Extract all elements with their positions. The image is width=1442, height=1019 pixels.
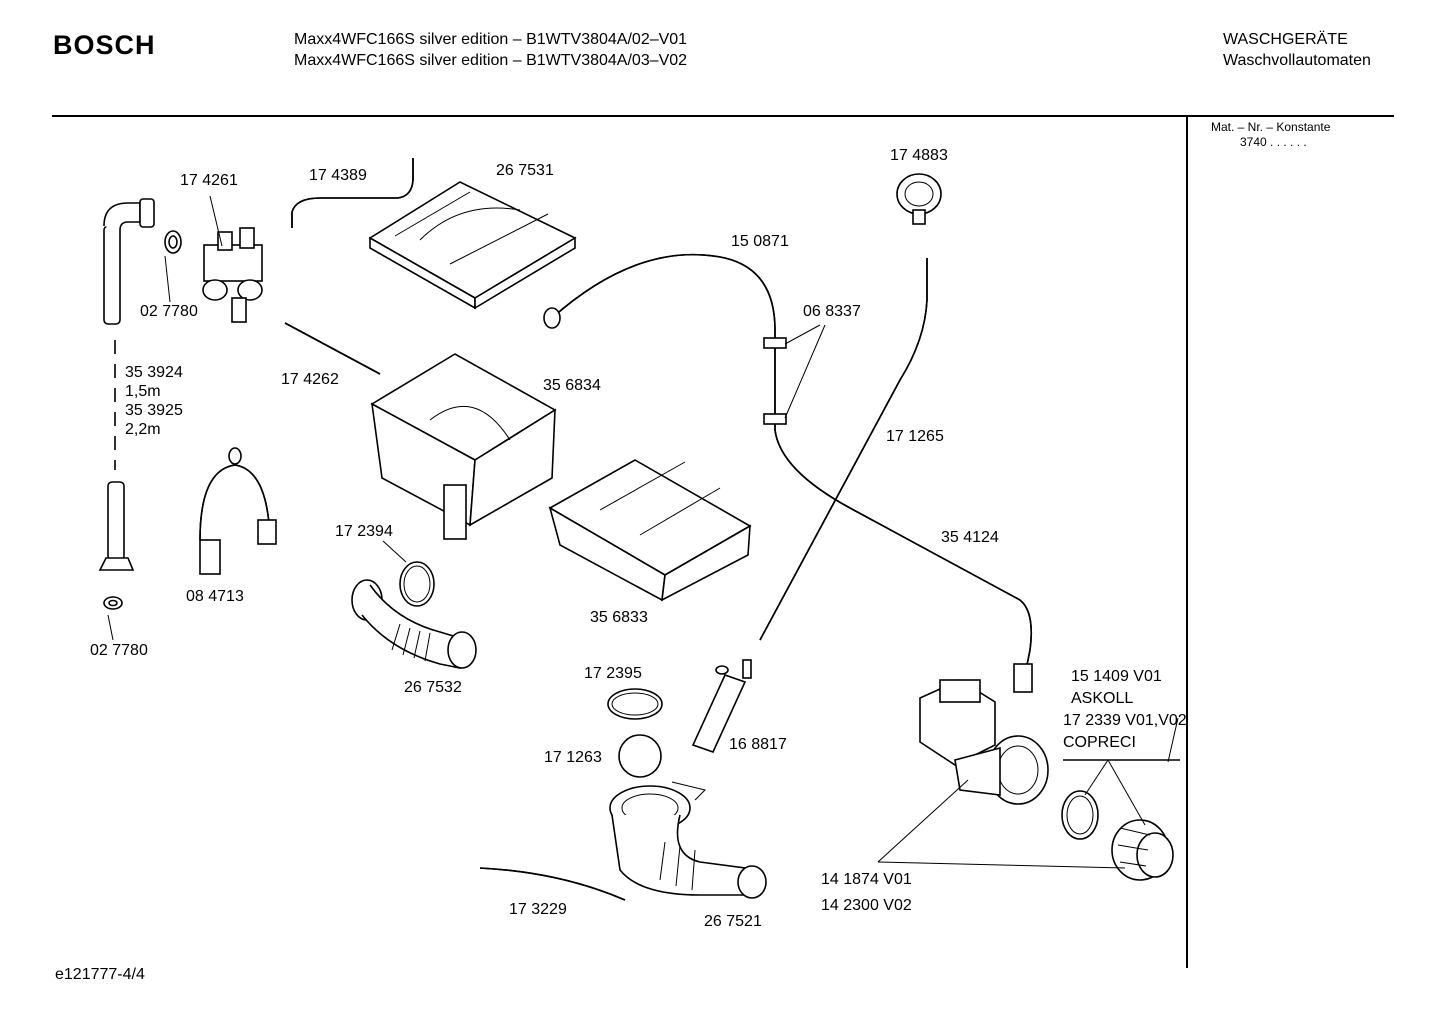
- hose-173229: [479, 867, 626, 901]
- sump-hose-267521: [609, 781, 767, 899]
- sidebar-divider: [1186, 115, 1188, 968]
- model-line-2: Maxx4WFC166S silver edition – B1WTV3804A…: [294, 52, 688, 69]
- manufacturer-label: ASKOLL: [1071, 690, 1134, 707]
- seal-washer-bottom: [103, 596, 123, 610]
- seal-washer-top: [164, 230, 182, 254]
- part-label: 35 6834: [543, 377, 601, 394]
- part-label: 17 2394: [335, 523, 393, 540]
- part-label: 08 4713: [186, 588, 244, 605]
- pressure-switch: [896, 173, 942, 225]
- category-line-1: WASCHGERÄTE: [1223, 31, 1348, 48]
- seal-ring-172395: [607, 688, 663, 720]
- pump-filter: [1111, 819, 1174, 881]
- pump-seal-ring: [1061, 790, 1099, 840]
- part-label: 15 0871: [731, 233, 789, 250]
- part-label: 02 7780: [140, 303, 198, 320]
- part-label: 26 7531: [496, 162, 554, 179]
- category-line-2: Waschvollautomaten: [1223, 52, 1371, 69]
- solenoid-valve: [202, 195, 263, 323]
- part-label: 17 3229: [509, 901, 567, 918]
- part-label: 35 4124: [941, 529, 999, 546]
- part-label: 15 1409 V01: [1071, 668, 1162, 685]
- part-label: 17 2395: [584, 665, 642, 682]
- seal-ring-172394: [399, 561, 435, 607]
- drawer-housing-top: [368, 181, 577, 310]
- inlet-hose-top: [103, 198, 155, 325]
- header-divider: [52, 115, 1394, 117]
- part-label: 17 1265: [886, 428, 944, 445]
- drain-pump: [919, 679, 1049, 805]
- part-label: 26 7532: [404, 679, 462, 696]
- part-label: 17 1263: [544, 749, 602, 766]
- clamp-lower: [763, 413, 787, 425]
- inlet-hose-bottom: [98, 481, 135, 571]
- part-label: 35 6833: [590, 609, 648, 626]
- hose-length-label: 2,2m: [125, 421, 161, 438]
- part-label: 14 1874 V01: [821, 871, 912, 888]
- manufacturer-label: COPRECI: [1063, 734, 1136, 751]
- hose-length-label: 1,5m: [125, 383, 161, 400]
- part-label: 06 8337: [803, 303, 861, 320]
- sidebar-label: Mat. – Nr. – Konstante: [1211, 120, 1331, 134]
- hose-bracket: [199, 447, 277, 575]
- part-label: 35 3925: [125, 402, 183, 419]
- part-label: 14 2300 V02: [821, 897, 912, 914]
- dispenser-356834: [370, 353, 557, 540]
- part-label: 17 4262: [281, 371, 339, 388]
- document-id: e121777-4/4: [55, 966, 145, 983]
- bellows-hose-267532: [351, 579, 477, 669]
- clamp-upper: [763, 337, 787, 349]
- part-label: 17 4389: [309, 167, 367, 184]
- part-label: 02 7780: [90, 642, 148, 659]
- part-label: 17 4261: [180, 172, 238, 189]
- brand-logo: BOSCH: [53, 30, 156, 60]
- part-label: 17 2339 V01,V02: [1063, 712, 1187, 729]
- model-line-1: Maxx4WFC166S silver edition – B1WTV3804A…: [294, 31, 688, 48]
- sensor-168817: [691, 659, 752, 753]
- part-label: 17 4883: [890, 147, 948, 164]
- drawer-356833: [548, 459, 752, 602]
- sidebar-value: 3740 . . . . . .: [1240, 135, 1307, 149]
- part-label: 35 3924: [125, 364, 183, 381]
- ball-171263: [618, 734, 662, 778]
- part-label: 16 8817: [729, 736, 787, 753]
- part-label: 26 7521: [704, 913, 762, 930]
